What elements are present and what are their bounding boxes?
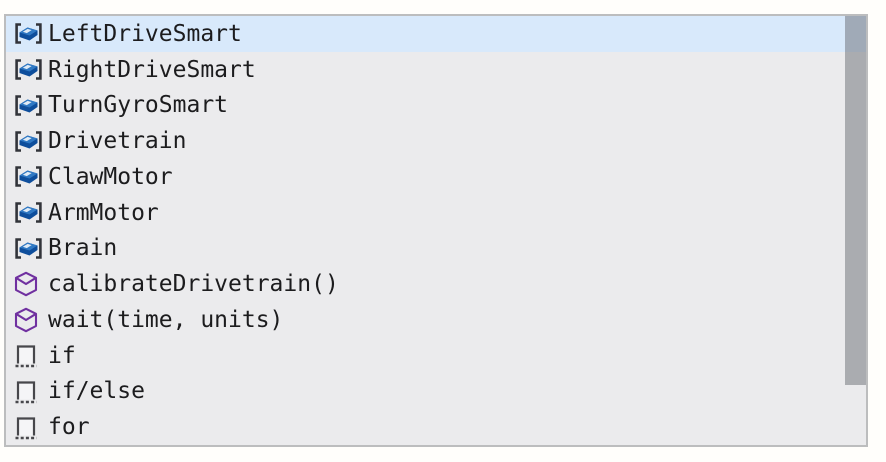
suggestion-item[interactable]: wait(time, units) [6, 302, 866, 338]
command-icon [14, 307, 48, 333]
suggestion-label: wait(time, units) [48, 306, 284, 333]
suggestion-label: Drivetrain [48, 128, 187, 155]
snippet-icon [14, 379, 48, 404]
suggestion-label: calibrateDrivetrain() [48, 271, 339, 298]
scrollbar-track[interactable] [845, 16, 866, 445]
suggestion-label: ClawMotor [48, 163, 173, 190]
suggestion-list: LeftDriveSmart RightDriveSmart [6, 16, 866, 445]
suggestion-label: TurnGyroSmart [48, 92, 229, 119]
device-icon [14, 165, 48, 188]
suggestion-item[interactable]: if/else [6, 374, 866, 410]
suggestion-label: RightDriveSmart [48, 56, 256, 83]
suggestion-item[interactable]: RightDriveSmart [6, 52, 866, 88]
device-icon [14, 130, 48, 153]
device-icon [14, 201, 48, 224]
suggestion-item[interactable]: LeftDriveSmart [6, 16, 866, 52]
suggestion-label: for [48, 414, 90, 441]
autocomplete-popup: LeftDriveSmart RightDriveSmart [4, 14, 868, 447]
suggestion-item[interactable]: TurnGyroSmart [6, 88, 866, 124]
scrollbar-thumb[interactable] [845, 16, 866, 385]
suggestion-label: Brain [48, 235, 118, 262]
suggestion-item[interactable]: if [6, 338, 866, 374]
device-icon [14, 58, 48, 81]
snippet-icon [14, 343, 48, 368]
snippet-icon [14, 415, 48, 440]
device-icon [14, 94, 48, 117]
suggestion-item[interactable]: ClawMotor [6, 159, 866, 195]
suggestion-item[interactable]: for [6, 409, 866, 445]
device-icon [14, 237, 48, 260]
suggestion-item[interactable]: Drivetrain [6, 123, 866, 159]
suggestion-item[interactable]: ArmMotor [6, 195, 866, 231]
suggestion-label: ArmMotor [48, 199, 159, 226]
suggestion-label: if/else [48, 378, 145, 405]
device-icon [14, 22, 48, 45]
suggestion-item[interactable]: calibrateDrivetrain() [6, 266, 866, 302]
command-icon [14, 271, 48, 297]
suggestion-item[interactable]: Brain [6, 231, 866, 267]
suggestion-label: LeftDriveSmart [48, 20, 242, 47]
suggestion-label: if [48, 342, 76, 369]
